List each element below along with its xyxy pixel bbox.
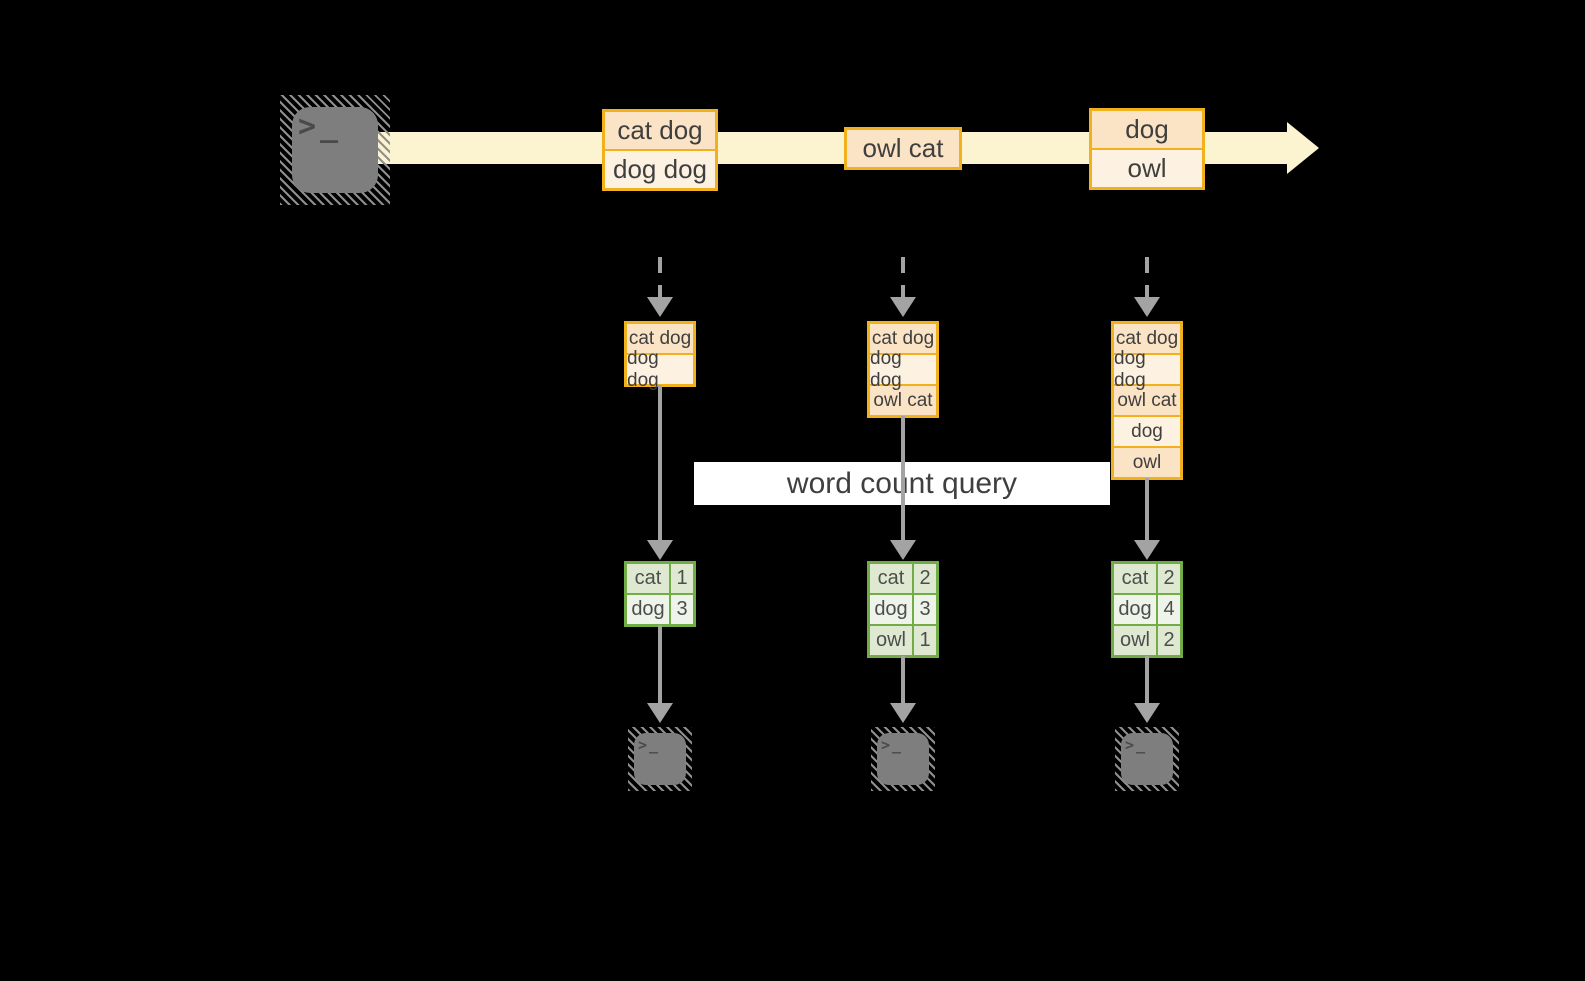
count-table-3: cat 2 dog 4 owl 2 [1111,561,1183,658]
buffer-record: dog dog [1114,348,1180,391]
source-terminal-icon: >_ [280,95,390,205]
stream-record: owl [1092,150,1202,187]
stream-record: dog dog [605,151,715,188]
terminal-prompt-glyph: >_ [1125,736,1148,754]
arrow-line [658,625,662,705]
count-row: owl 1 [870,626,936,655]
stream-event-box-3: dog owl [1089,108,1205,190]
stream-arrowhead-icon [1287,122,1319,174]
arrow-line [1145,656,1149,705]
count-cell: 2 [1158,626,1180,655]
arrow-line [901,416,905,542]
count-cell: 1 [914,626,936,655]
arrow-line [658,385,662,542]
buffer-record: cat dog [627,324,693,353]
arrow-line [901,656,905,705]
arrowhead-down-icon [1134,540,1160,560]
word-cell: cat [1114,564,1156,593]
buffer-record: dog dog [627,348,693,391]
word-cell: cat [870,564,912,593]
buffer-record: owl cat [1114,386,1180,415]
count-row: dog 3 [870,595,936,624]
terminal-prompt-glyph: >_ [881,736,904,754]
output-terminal-icon-3: >_ [1115,727,1179,791]
terminal-screen [634,733,686,785]
buffer-record: dog dog [870,348,936,391]
count-row: dog 3 [627,595,693,624]
dashed-arrow-line [1145,257,1149,299]
stream-event-box-1: cat dog dog dog [602,109,718,191]
arrowhead-down-icon [647,297,673,317]
word-cell: owl [870,626,912,655]
terminal-screen [877,733,929,785]
arrowhead-down-icon [890,703,916,723]
stream-record: owl cat [847,130,959,167]
buffer-record: cat dog [870,324,936,353]
count-cell: 3 [671,595,693,624]
record-buffer-3: cat dog dog dog owl cat dog owl [1111,321,1183,480]
word-cell: owl [1114,626,1156,655]
buffer-record: owl [1114,448,1180,477]
record-buffer-1: cat dog dog dog [624,321,696,391]
count-cell: 2 [914,564,936,593]
count-cell: 4 [1158,595,1180,624]
buffer-record: dog [1114,417,1180,446]
arrow-line [1145,478,1149,542]
buffer-record: owl cat [870,386,936,415]
word-cell: dog [870,595,912,624]
count-table-2: cat 2 dog 3 owl 1 [867,561,939,658]
arrowhead-down-icon [647,703,673,723]
count-cell: 2 [1158,564,1180,593]
count-row: owl 2 [1114,626,1180,655]
dashed-arrow-line [658,257,662,299]
output-terminal-icon-2: >_ [871,727,935,791]
count-cell: 3 [914,595,936,624]
arrowhead-down-icon [1134,297,1160,317]
arrowhead-down-icon [647,540,673,560]
count-table-1: cat 1 dog 3 [624,561,696,627]
buffer-record: cat dog [1114,324,1180,353]
count-cell: 1 [671,564,693,593]
count-row: cat 2 [870,564,936,593]
record-buffer-2: cat dog dog dog owl cat [867,321,939,418]
stream-record: cat dog [605,112,715,149]
stream-record: dog [1092,111,1202,148]
word-cell: dog [1114,595,1156,624]
count-row: cat 2 [1114,564,1180,593]
terminal-prompt-glyph: >_ [638,736,661,754]
dashed-arrow-line [901,257,905,299]
count-row: cat 1 [627,564,693,593]
terminal-screen [292,107,378,193]
stream-event-box-2: owl cat [844,127,962,170]
word-cell: cat [627,564,669,593]
count-row: dog 4 [1114,595,1180,624]
arrowhead-down-icon [1134,703,1160,723]
arrowhead-down-icon [890,297,916,317]
output-terminal-icon-1: >_ [628,727,692,791]
terminal-prompt-glyph: >_ [298,109,343,144]
arrowhead-down-icon [890,540,916,560]
terminal-screen [1121,733,1173,785]
word-cell: dog [627,595,669,624]
